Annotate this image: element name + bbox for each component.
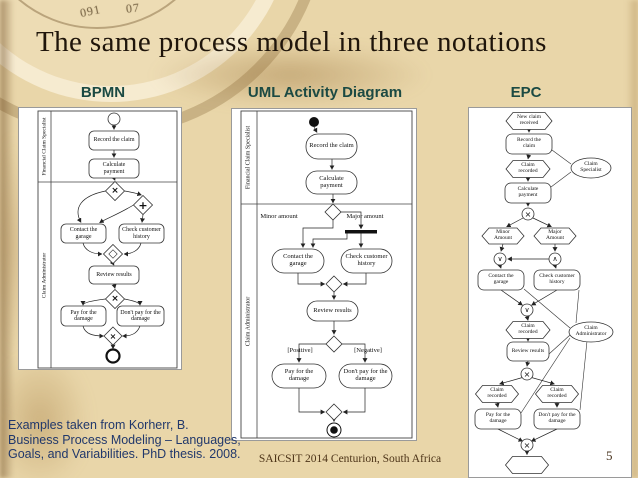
compass-number: 091 xyxy=(78,1,103,21)
uml-action-review-results: Review results xyxy=(313,306,352,314)
uml-action-record-claim: Record the claim xyxy=(309,142,354,150)
epc-org-claim-administrator: Claim Administrator xyxy=(575,325,607,337)
bpmn-xor-gateway-merge: × xyxy=(109,331,117,341)
bpmn-task-contact-garage: Contact the garage xyxy=(69,227,98,240)
uml-lane-claim-administrator: Claim Administrator xyxy=(245,296,252,346)
epc-xor-connector-2: × xyxy=(523,369,531,379)
compass-ring-inner xyxy=(0,0,219,29)
bpmn-task-check-customer-history: Check customer history xyxy=(122,227,161,240)
bpmn-diagram-panel: Financial Claim Specialist Claim Adminis… xyxy=(18,107,182,370)
uml-action-pay-damage: Pay for the damage xyxy=(284,368,314,382)
bpmn-diagram-graphics xyxy=(37,110,178,369)
section-label-bpmn: BPMN xyxy=(80,84,126,101)
uml-activity-diagram-panel: Financial Claim Specialist Claim Adminis… xyxy=(231,108,417,441)
epc-event-claim-recorded: Claim recorded xyxy=(518,162,538,174)
footer-conference-text: SAICSIT 2014 Centurion, South Africa xyxy=(258,453,442,465)
epc-function-dont-pay-damage: Don't pay for the damage xyxy=(538,412,576,424)
bpmn-lane-financial-claim-specialist: Financial Claim Specialist xyxy=(40,117,47,176)
citation-text: Examples taken from Korherr, B. Business… xyxy=(8,418,258,462)
epc-function-calculate-payment: Calculate payment xyxy=(517,186,539,198)
background-left-edge xyxy=(0,0,14,478)
bpmn-task-review-results: Review results xyxy=(96,271,132,278)
epc-function-check-customer-history: Check customer history xyxy=(539,273,575,285)
compass-number: 07 xyxy=(125,0,141,16)
epc-org-claim-specialist: Claim Specialist xyxy=(580,161,602,173)
bpmn-xor-gateway-decision: × xyxy=(111,294,119,304)
epc-event-claim-recorded: Claim recorded xyxy=(487,387,507,399)
epc-xor-connector-1: × xyxy=(524,209,532,219)
epc-xor-connector-3: × xyxy=(523,440,531,450)
epc-or-connector-2: ∨ xyxy=(524,306,530,314)
uml-action-contact-garage: Contact the garage xyxy=(283,253,313,267)
section-label-epc: EPC xyxy=(510,84,542,101)
epc-or-connector-1: ∨ xyxy=(497,255,503,263)
epc-event-claim-recorded: Claim recorded xyxy=(518,323,538,335)
slide-page-number: 5 xyxy=(606,448,613,463)
epc-event-minor-amount: Minor Amount xyxy=(493,228,513,241)
epc-and-connector: ∧ xyxy=(552,255,558,263)
section-label-uml: UML Activity Diagram xyxy=(247,84,403,101)
epc-event-major-amount: Major Amount xyxy=(545,228,565,241)
epc-diagram-graphics xyxy=(474,112,614,474)
epc-function-pay-damage: Pay for the damage xyxy=(485,412,511,424)
epc-event-new-claim-received: New claim received xyxy=(517,114,541,126)
bpmn-task-calculate-payment: Calculate payment xyxy=(102,162,126,175)
uml-guard-major-amount: Major amount xyxy=(346,213,384,221)
epc-function-contact-garage: Contact the garage xyxy=(488,273,514,285)
uml-guard-negative: [Negative] xyxy=(354,347,382,355)
uml-diagram-graphics xyxy=(240,110,413,439)
uml-guard-positive: [Positive] xyxy=(287,347,313,355)
uml-action-calculate-payment: Calculate payment xyxy=(319,174,344,189)
citation-line: Business Process Modeling – Languages, xyxy=(8,432,241,447)
epc-function-review-results: Review results xyxy=(511,347,545,354)
uml-action-check-customer-history: Check customer history xyxy=(345,253,388,267)
epc-event-claim-recorded: Claim recorded xyxy=(547,387,567,399)
bpmn-task-pay-damage: Pay for the damage xyxy=(70,309,97,322)
bpmn-lane-claim-administrator: Claim Administrator xyxy=(40,252,47,299)
bpmn-task-dont-pay-damage: Don't pay for the damage xyxy=(120,309,161,322)
bpmn-xor-gateway-split: × xyxy=(111,186,119,196)
epc-function-record-claim: Record the claim xyxy=(517,137,541,149)
citation-line: Goals, and Variabilities. PhD thesis. 20… xyxy=(8,447,241,462)
uml-action-dont-pay-damage: Don't pay for the damage xyxy=(343,368,388,382)
uml-lane-financial-claim-specialist: Financial Claim Specialist xyxy=(245,125,252,189)
citation-line: Examples taken from Korherr, B. xyxy=(8,418,189,432)
page-title: The same process model in three notation… xyxy=(36,26,547,58)
epc-diagram-panel: New claim received Record the claim Clai… xyxy=(468,107,632,478)
bpmn-task-record-claim: Record the claim xyxy=(93,137,135,144)
uml-guard-minor-amount: Minor amount xyxy=(260,213,298,221)
bpmn-and-gateway: + xyxy=(138,198,148,212)
